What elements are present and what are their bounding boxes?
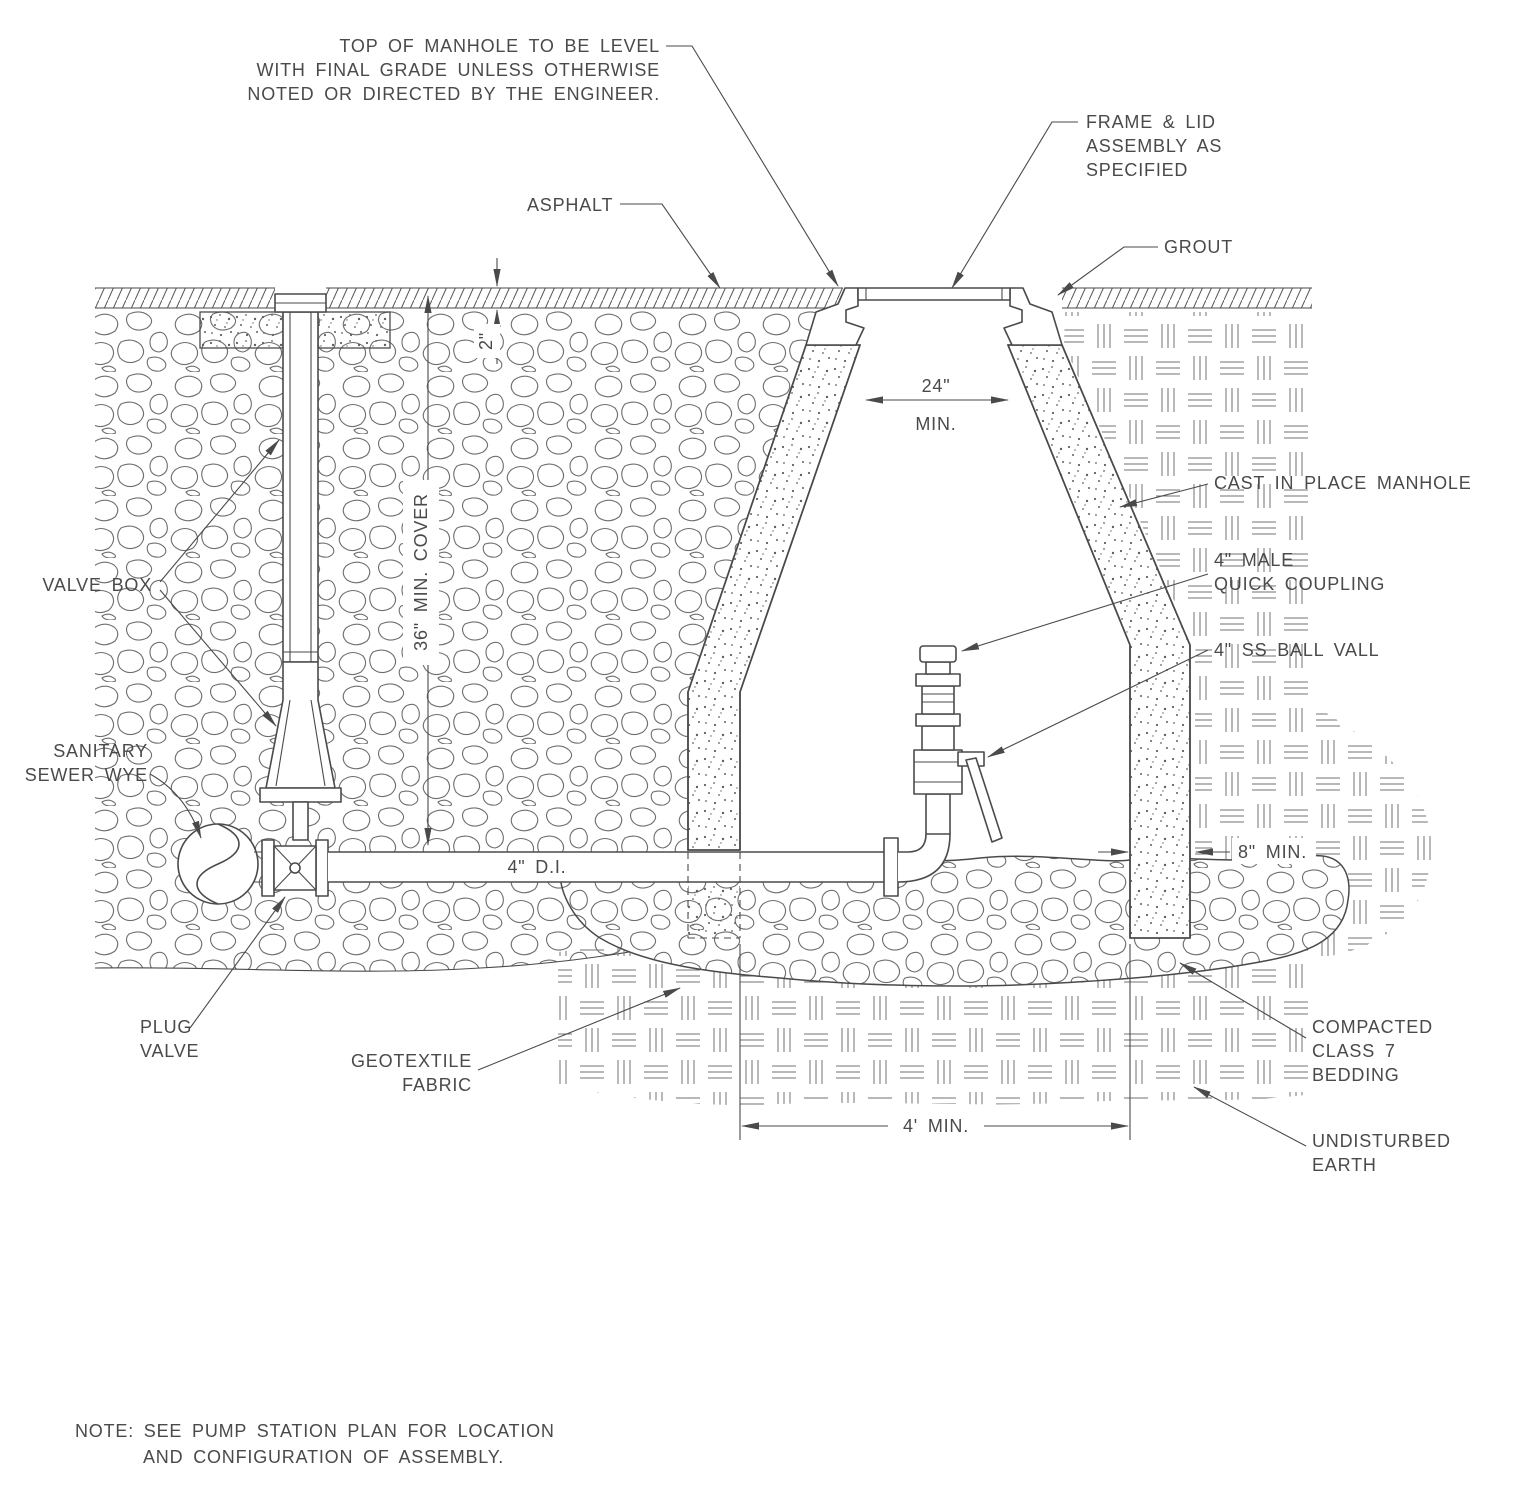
- ball-valve-body: [913, 749, 963, 795]
- discharge-pipe: [328, 833, 951, 897]
- label-pipe-di: 4" D.I.: [507, 857, 566, 877]
- leader-geotextile: [477, 987, 681, 1071]
- leader-sewer-wye: [149, 773, 202, 839]
- label-top-note-3: NOTED OR DIRECTED BY THE ENGINEER.: [247, 84, 660, 104]
- label-compacted-2: CLASS 7: [1312, 1041, 1396, 1061]
- label-compacted-3: BEDDING: [1312, 1065, 1400, 1085]
- valve-box-tube: [282, 311, 319, 663]
- label-sewer-wye-1: SANITARY: [53, 741, 148, 761]
- plug-valve-flange-right: [315, 839, 329, 897]
- dim-asphalt-thickness: 2": [476, 332, 496, 350]
- label-frame-lid-3: SPECIFIED: [1086, 160, 1188, 180]
- dim-wall-thickness: 8" MIN.: [1238, 842, 1307, 862]
- label-ball-valve: 4" SS BALL VALL: [1214, 640, 1379, 660]
- dim-base-width: 4' MIN.: [903, 1116, 969, 1136]
- leader-plug-valve: [189, 896, 286, 1029]
- pump-connection-assembly: [913, 645, 1003, 843]
- label-geotextile-1: GEOTEXTILE: [351, 1051, 472, 1071]
- labels: TOP OF MANHOLE TO BE LEVEL WITH FINAL GR…: [25, 36, 1472, 1467]
- leader-lines: [149, 45, 1307, 1147]
- leader-frame-lid: [951, 121, 1078, 289]
- leader-quick-coupling: [961, 573, 1209, 652]
- label-undisturbed-2: EARTH: [1312, 1155, 1377, 1175]
- label-cast-in-place-manhole: CAST IN PLACE MANHOLE: [1214, 473, 1472, 493]
- pipe-flange: [883, 837, 899, 897]
- label-frame-lid-1: FRAME & LID: [1086, 112, 1216, 132]
- leader-compacted-bedding: [1179, 962, 1307, 1039]
- leader-ball-valve: [987, 649, 1209, 758]
- sewer-wye: [177, 823, 262, 905]
- asphalt-surface-band: [95, 287, 1312, 309]
- pipe-elbow: [897, 833, 951, 883]
- riser-pipe: [925, 793, 951, 835]
- quick-coupling-body: [921, 685, 955, 715]
- leader-top-note: [666, 45, 839, 287]
- label-quick-coupling-1: 4" MALE: [1214, 550, 1294, 570]
- valve-box-concrete-collar: [199, 311, 391, 349]
- leader-cast-in-place: [1119, 483, 1209, 508]
- valve-box-assembly: [259, 293, 342, 841]
- dim-opening-min: MIN.: [915, 414, 956, 434]
- label-geotextile-2: FABRIC: [402, 1075, 472, 1095]
- dim-min-cover: 36" MIN. COVER: [411, 493, 431, 651]
- label-valve-box: VALVE BOX: [42, 575, 152, 595]
- label-asphalt: ASPHALT: [527, 195, 613, 215]
- leader-undisturbed-earth: [1193, 1086, 1307, 1147]
- label-plug-valve-2: VALVE: [140, 1041, 199, 1061]
- label-top-note-2: WITH FINAL GRADE UNLESS OTHERWISE: [257, 60, 660, 80]
- frame-and-lid: [805, 287, 1063, 346]
- dimensions: 2" 36" MIN. COVER 24" MIN. 8" MIN. 4' MI…: [403, 258, 1316, 1140]
- leader-grout: [1057, 246, 1158, 296]
- ball-valve-handle: [965, 757, 1003, 843]
- plug-valve: [261, 839, 329, 897]
- note-line-1: NOTE: SEE PUMP STATION PLAN FOR LOCATION: [75, 1421, 555, 1441]
- manhole-wall-left-hidden: [688, 884, 740, 938]
- earth-right-upper-weave-fill: [1064, 312, 1312, 718]
- label-undisturbed-1: UNDISTURBED: [1312, 1131, 1451, 1151]
- valve-box-bell-plate: [259, 787, 342, 803]
- quick-coupling-cap: [919, 645, 957, 663]
- manhole-lid: [857, 287, 1011, 301]
- label-grout: GROUT: [1164, 237, 1233, 257]
- label-top-note-1: TOP OF MANHOLE TO BE LEVEL: [339, 36, 660, 56]
- leader-valve-box-upper: [159, 439, 280, 583]
- leader-valve-box-lower: [159, 589, 277, 727]
- label-compacted-1: COMPACTED: [1312, 1017, 1433, 1037]
- label-frame-lid-2: ASSEMBLY AS: [1086, 136, 1222, 156]
- note-line-2: AND CONFIGURATION OF ASSEMBLY.: [143, 1447, 504, 1467]
- valve-stem: [292, 801, 309, 841]
- dim-opening-width: 24": [922, 376, 951, 396]
- label-sewer-wye-2: SEWER WYE: [25, 765, 148, 785]
- label-plug-valve-1: PLUG: [140, 1017, 192, 1037]
- manhole-structure: [687, 287, 1191, 939]
- label-quick-coupling-2: QUICK COUPLING: [1214, 574, 1385, 594]
- leader-asphalt: [620, 203, 721, 289]
- plug-valve-flange-left: [261, 839, 275, 897]
